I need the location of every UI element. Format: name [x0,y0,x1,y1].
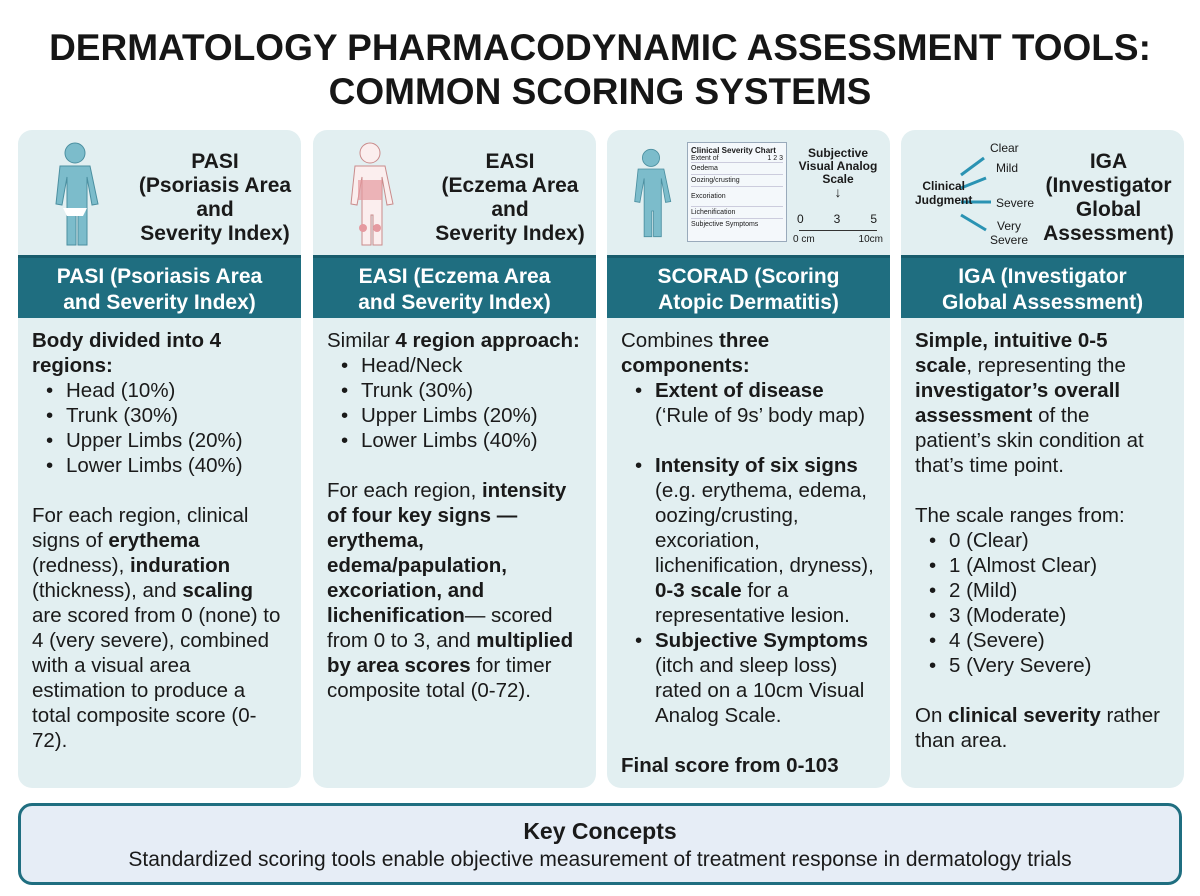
key-concepts-text: Standardized scoring tools enable object… [128,848,1072,871]
iga-body: Simple, intuitive 0-5 scale, representin… [901,318,1184,753]
easi-body: Similar 4 region approach: Head/NeckTrun… [313,318,596,703]
key-concepts-title: Key Concepts [523,818,677,844]
level-very-severe: Very Severe [989,219,1029,247]
level-clear: Clear [990,141,1019,155]
human-figure-icon [350,142,394,246]
arrows-icon [960,156,991,232]
vas-line [799,230,877,231]
key-concepts-box: Key Concepts Standardized scoring tools … [18,803,1182,885]
page-title: DERMATOLOGY PHARMACODYNAMIC ASSESSMENT T… [0,26,1200,114]
scorad-body: Combines three components: Extent of dis… [607,318,890,778]
level-mild: Mild [996,161,1019,175]
title-line: COMMON SCORING SYSTEMS [328,71,872,112]
level-severe: Severe [996,196,1035,210]
human-figure-icon [55,142,99,246]
pasi-body: Body divided into 4 regions: Head (10%)T… [18,318,301,753]
title-line: DERMATOLOGY PHARMACODYNAMIC ASSESSMENT T… [49,27,1151,68]
body-map-icon [634,148,672,238]
